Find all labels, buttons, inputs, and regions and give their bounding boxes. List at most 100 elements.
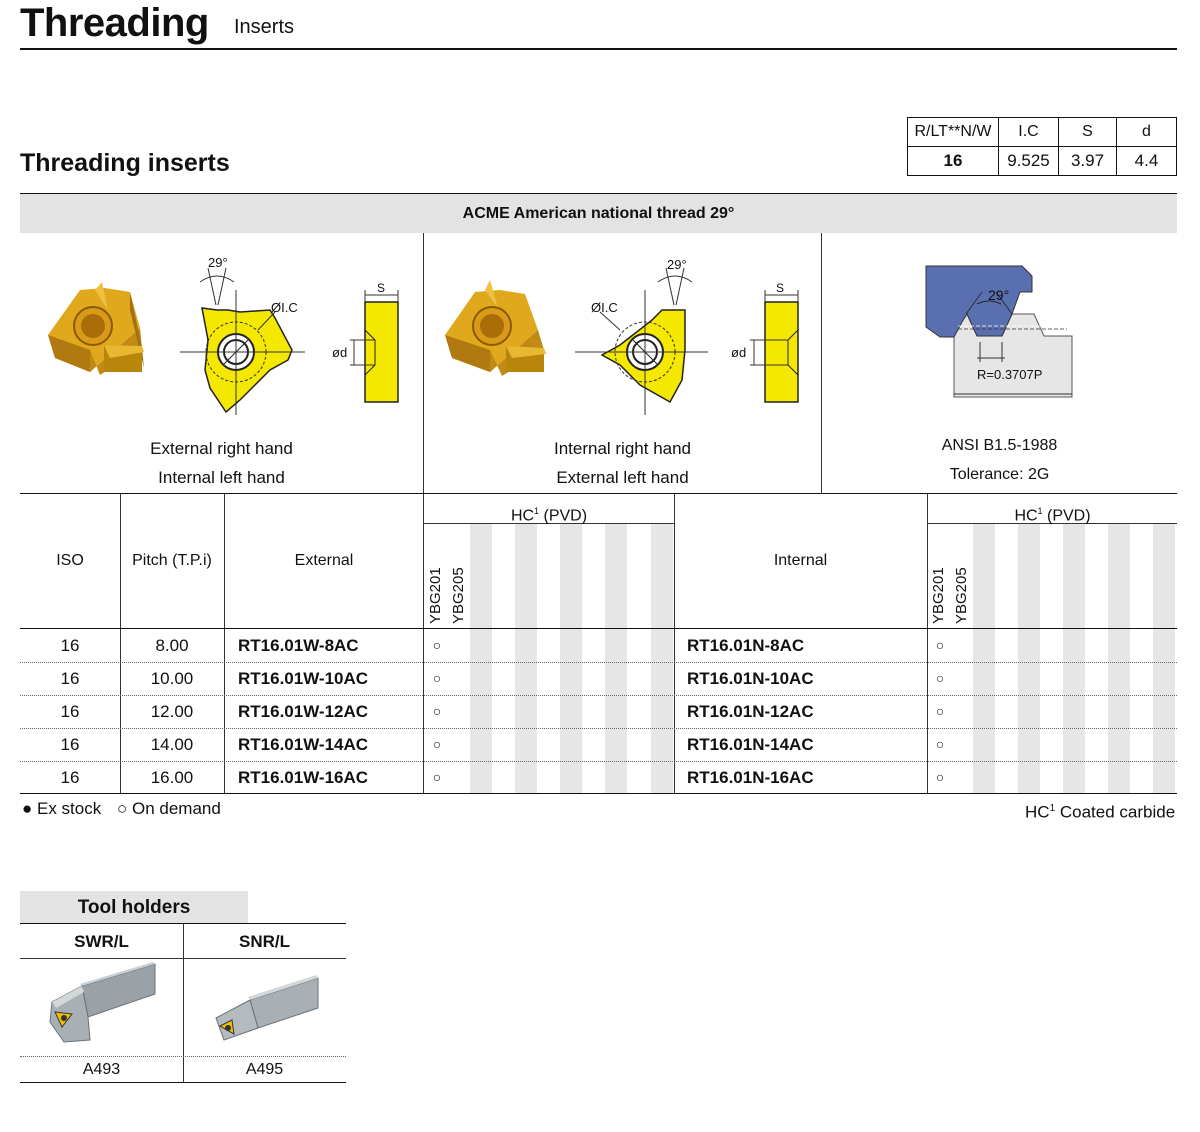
cell-internal-mark: ○ — [935, 670, 945, 686]
col-line — [120, 493, 121, 793]
table-bottom-rule — [20, 793, 1177, 794]
spec-value-type: 16 — [907, 146, 999, 176]
insert-side-view-icon — [350, 290, 399, 403]
legend-ex-stock: ● Ex stock — [22, 799, 102, 818]
insert-3d-icon — [48, 282, 144, 375]
tool-holder-name-2: SNR/L — [239, 932, 290, 951]
col-line — [224, 493, 225, 793]
spec-table: R/LT**N/W I.C S d 16 9.525 3.97 4.4 — [907, 117, 1177, 176]
right-caption-standard: ANSI B1.5-1988 — [941, 437, 1058, 454]
snr-tool-holder-icon — [215, 975, 319, 1041]
cell-external-mark: ○ — [432, 637, 442, 653]
cell-external-code: RT16.01W-14AC — [238, 735, 369, 754]
row-separator — [20, 728, 1177, 729]
divider-external-block — [423, 233, 424, 793]
cell-internal-mark: ○ — [935, 769, 945, 785]
spec-header-s: S — [1058, 117, 1117, 147]
thread-type-band: ACME American national thread 29° — [20, 194, 1177, 233]
grade-group-int: HC1 (PVD) — [1014, 506, 1091, 525]
tool-holders-top-rule — [20, 923, 346, 924]
band-top-rule — [20, 193, 1177, 194]
header-external: External — [294, 552, 354, 569]
left-s-label: S — [377, 281, 386, 295]
cell-pitch: 16.00 — [150, 768, 194, 787]
cell-internal-mark: ○ — [935, 736, 945, 752]
tool-holders-divider — [183, 924, 184, 1082]
swr-tool-holder-icon — [49, 962, 156, 1043]
grade-group-ext: HC1 (PVD) — [510, 506, 588, 525]
legend-on-demand: ○ On demand — [117, 799, 221, 818]
cell-iso: 16 — [60, 768, 80, 787]
cell-external-code: RT16.01W-16AC — [238, 768, 369, 787]
stripe — [1018, 523, 1040, 793]
middle-insert-illustration — [445, 267, 799, 415]
middle-d-label: ød — [731, 345, 747, 360]
tool-holder-ref-2: A495 — [245, 1061, 284, 1078]
spec-value-s: 3.97 — [1058, 146, 1117, 176]
section-title: Threading inserts — [20, 149, 230, 177]
grade-ybg201-ext: YBG201 — [427, 567, 444, 624]
tool-holders-title: Tool holders — [20, 891, 248, 923]
middle-ic-label: ØI.C — [591, 300, 618, 315]
left-caption-1: External right hand — [150, 439, 293, 458]
row-separator — [20, 695, 1177, 696]
stripe — [605, 523, 627, 793]
cell-internal-code: RT16.01N-14AC — [687, 735, 814, 754]
tool-holder-name-1: SWR/L — [74, 932, 129, 951]
cell-external-code: RT16.01W-8AC — [238, 636, 359, 655]
right-caption-tolerance: Tolerance: 2G — [949, 466, 1050, 483]
cell-internal-code: RT16.01N-10AC — [687, 669, 814, 688]
spec-header-d: d — [1116, 117, 1177, 147]
insert-top-view-icon — [180, 267, 305, 415]
grade-ybg205-int: YBG205 — [953, 567, 970, 624]
cell-pitch: 14.00 — [150, 735, 194, 754]
row-separator — [20, 761, 1177, 762]
cell-external-mark: ○ — [432, 736, 442, 752]
left-d-label: ød — [332, 345, 348, 360]
cell-pitch: 12.00 — [150, 702, 194, 721]
cell-external-mark: ○ — [432, 670, 442, 686]
cell-iso: 16 — [60, 735, 80, 754]
header-iso: ISO — [56, 552, 84, 569]
group-underline-int — [928, 523, 1177, 524]
spec-header-ic: I.C — [998, 117, 1059, 147]
insert-top-view-icon — [575, 267, 708, 415]
tool-holders-name-rule — [20, 958, 346, 959]
left-ic-label: ØI.C — [271, 300, 298, 315]
panels-bottom-rule — [20, 493, 1177, 494]
stripe — [560, 523, 582, 793]
cell-internal-code: RT16.01N-16AC — [687, 768, 814, 787]
col-line — [674, 493, 675, 793]
legend-coated-carbide: HC1 Coated carbide — [1025, 802, 1176, 822]
cell-internal-code: RT16.01N-12AC — [687, 702, 814, 721]
cell-internal-mark: ○ — [935, 637, 945, 653]
cell-external-mark: ○ — [432, 769, 442, 785]
cell-external-code: RT16.01W-10AC — [238, 669, 369, 688]
spec-header-type: R/LT**N/W — [907, 117, 999, 147]
cell-pitch: 8.00 — [155, 636, 189, 655]
grade-ybg201-int: YBG201 — [930, 567, 947, 624]
stripe — [470, 523, 492, 793]
insert-3d-icon — [445, 280, 546, 376]
cell-external-code: RT16.01W-12AC — [238, 702, 369, 721]
header-internal: Internal — [773, 552, 828, 569]
group-underline-ext — [424, 523, 674, 524]
stripe — [1063, 523, 1085, 793]
stripe — [651, 523, 673, 793]
stripe — [973, 523, 995, 793]
spec-value-d: 4.4 — [1116, 146, 1177, 176]
middle-s-label: S — [776, 281, 785, 295]
profile-radius-label: R=0.3707P — [977, 367, 1043, 382]
thread-profile-illustration — [925, 265, 1073, 398]
cell-pitch: 10.00 — [150, 669, 194, 688]
spec-value-ic: 9.525 — [998, 146, 1059, 176]
cell-external-mark: ○ — [432, 703, 442, 719]
row-separator — [20, 662, 1177, 663]
page-subtitle: Inserts — [234, 16, 295, 38]
cell-iso: 16 — [60, 702, 80, 721]
col-line — [927, 493, 928, 793]
cell-internal-mark: ○ — [935, 703, 945, 719]
header-rule — [20, 48, 1177, 50]
page-title: Threading — [20, 1, 209, 45]
divider-panels — [821, 233, 822, 493]
